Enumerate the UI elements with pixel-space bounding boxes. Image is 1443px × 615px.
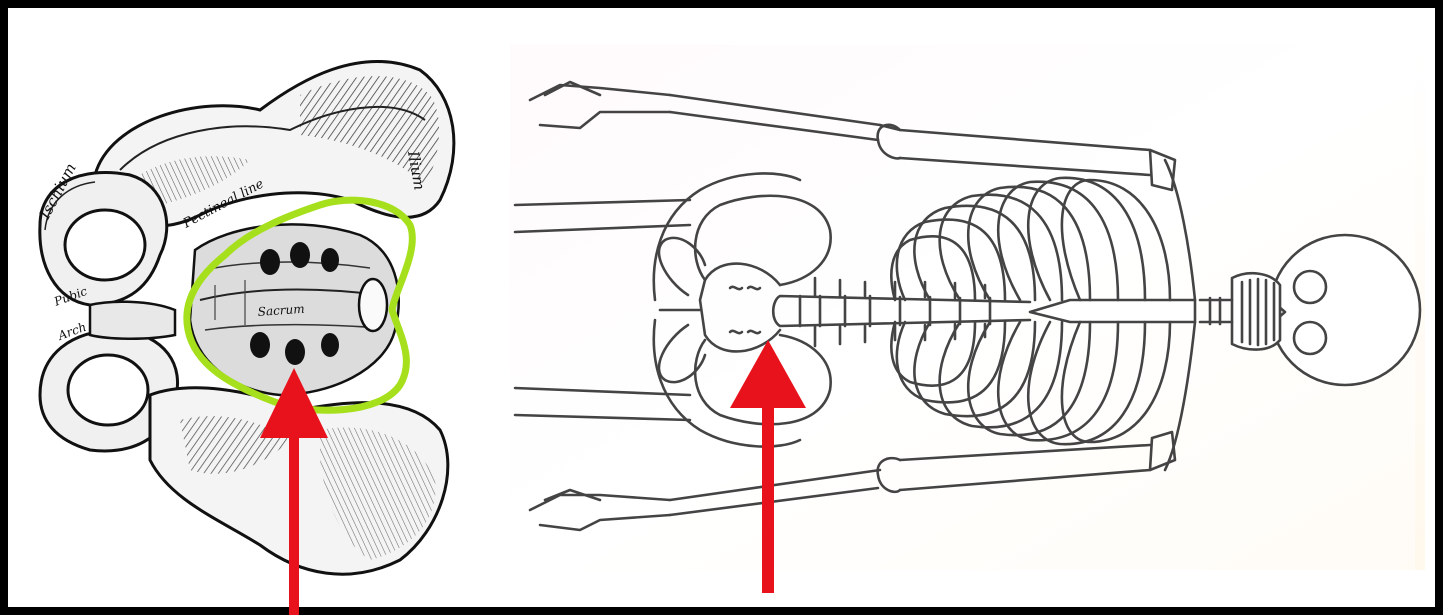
skeleton-illustration (510, 45, 1425, 575)
